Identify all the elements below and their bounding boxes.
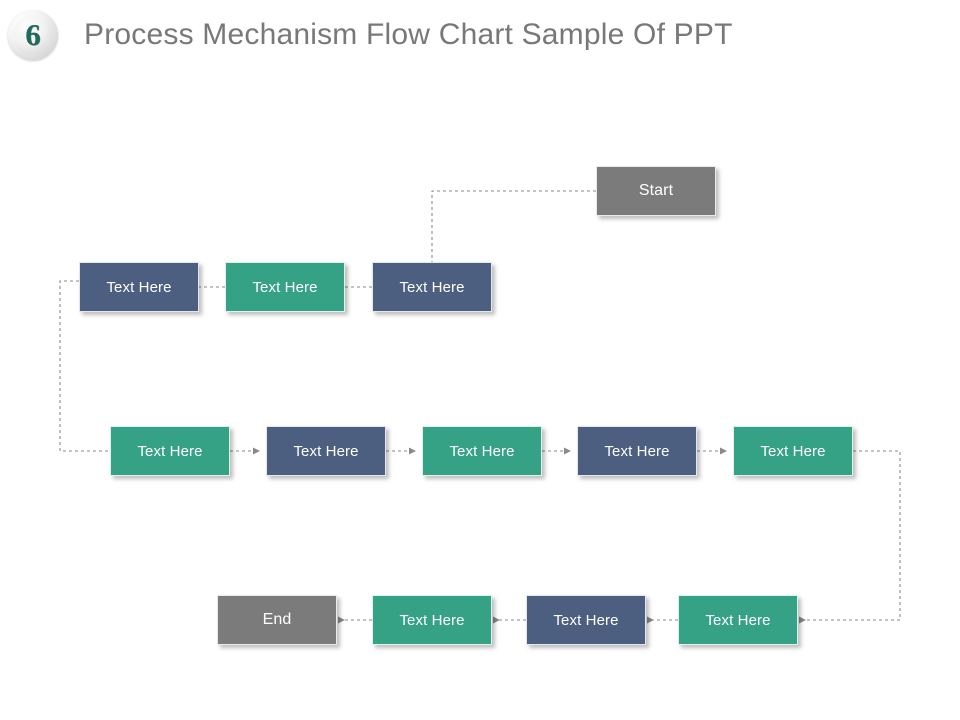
flow-node-label: Text Here — [252, 278, 318, 296]
flow-node-label: Text Here — [760, 442, 826, 460]
flow-node-r1c3[interactable]: Text Here — [372, 262, 492, 312]
badge-number-label: 6 — [25, 17, 41, 52]
flow-node-label: Text Here — [293, 442, 359, 460]
connector-start-to-r1c3 — [431, 190, 596, 262]
flow-node-label: Text Here — [553, 611, 619, 629]
flow-node-label: Text Here — [604, 442, 670, 460]
slide-number-badge: 6 — [8, 10, 58, 60]
flow-node-label: Text Here — [399, 611, 465, 629]
flow-node-r3c4[interactable]: Text Here — [678, 595, 798, 645]
flow-node-r3c2[interactable]: Text Here — [372, 595, 492, 645]
flow-node-r2c2[interactable]: Text Here — [266, 426, 386, 476]
flow-node-label: End — [262, 611, 292, 628]
flow-node-label: Text Here — [449, 442, 515, 460]
connector-r1c1-to-r2c1 — [59, 280, 110, 452]
flow-node-r3c3[interactable]: Text Here — [526, 595, 646, 645]
flow-node-r3c1[interactable]: End — [217, 595, 337, 645]
flow-node-r1c1[interactable]: Text Here — [79, 262, 199, 312]
flow-node-r2c5[interactable]: Text Here — [733, 426, 853, 476]
flow-node-r2c4[interactable]: Text Here — [577, 426, 697, 476]
connector-r2c5-to-r3c4 — [799, 450, 901, 624]
flow-node-label: Start — [638, 182, 674, 199]
flow-node-label: Text Here — [106, 278, 172, 296]
slide-header: 6 Process Mechanism Flow Chart Sample Of… — [0, 0, 960, 78]
badge-inner-circle — [13, 15, 53, 55]
flow-node-label: Text Here — [137, 442, 203, 460]
flow-node-r2c1[interactable]: Text Here — [110, 426, 230, 476]
flow-node-label: Text Here — [399, 278, 465, 296]
flow-node-start[interactable]: Start — [596, 166, 716, 216]
page-title: Process Mechanism Flow Chart Sample Of P… — [84, 18, 733, 51]
flow-node-r1c2[interactable]: Text Here — [225, 262, 345, 312]
flow-node-r2c3[interactable]: Text Here — [422, 426, 542, 476]
flow-node-label: Text Here — [705, 611, 771, 629]
